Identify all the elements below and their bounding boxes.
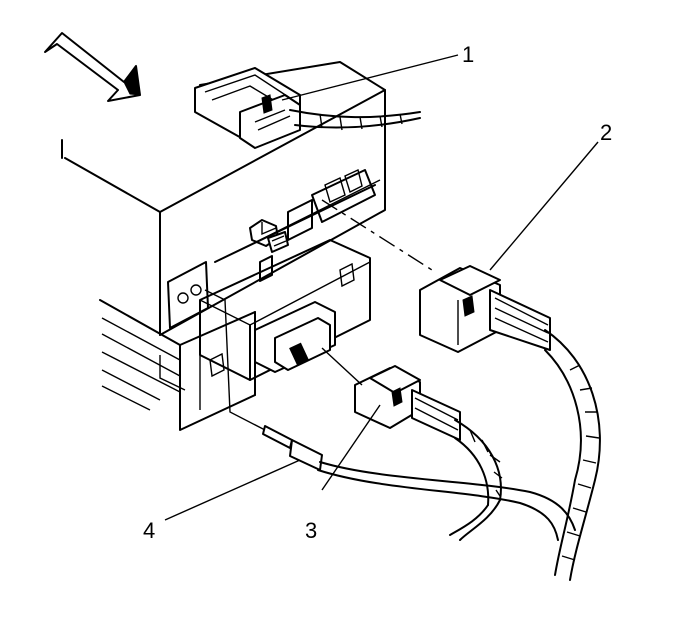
- callout-2: 2: [600, 120, 612, 145]
- callout-leaders: [164, 54, 599, 521]
- receptacle-housing: [199, 239, 371, 381]
- callout-1: 1: [462, 42, 474, 67]
- ground-lead-4: [204, 289, 576, 541]
- alignment-line: [321, 199, 433, 271]
- callout-4: 4: [143, 518, 155, 543]
- connector-1: [194, 67, 421, 149]
- bolt: [249, 219, 289, 253]
- direction-arrow-icon: [44, 32, 141, 102]
- mounting-bracket: [99, 299, 256, 431]
- connector-2: [419, 265, 601, 581]
- alignment-line-3: [321, 347, 363, 386]
- callout-3: 3: [305, 518, 317, 543]
- connector-3: [354, 365, 503, 541]
- control-module: [61, 61, 386, 336]
